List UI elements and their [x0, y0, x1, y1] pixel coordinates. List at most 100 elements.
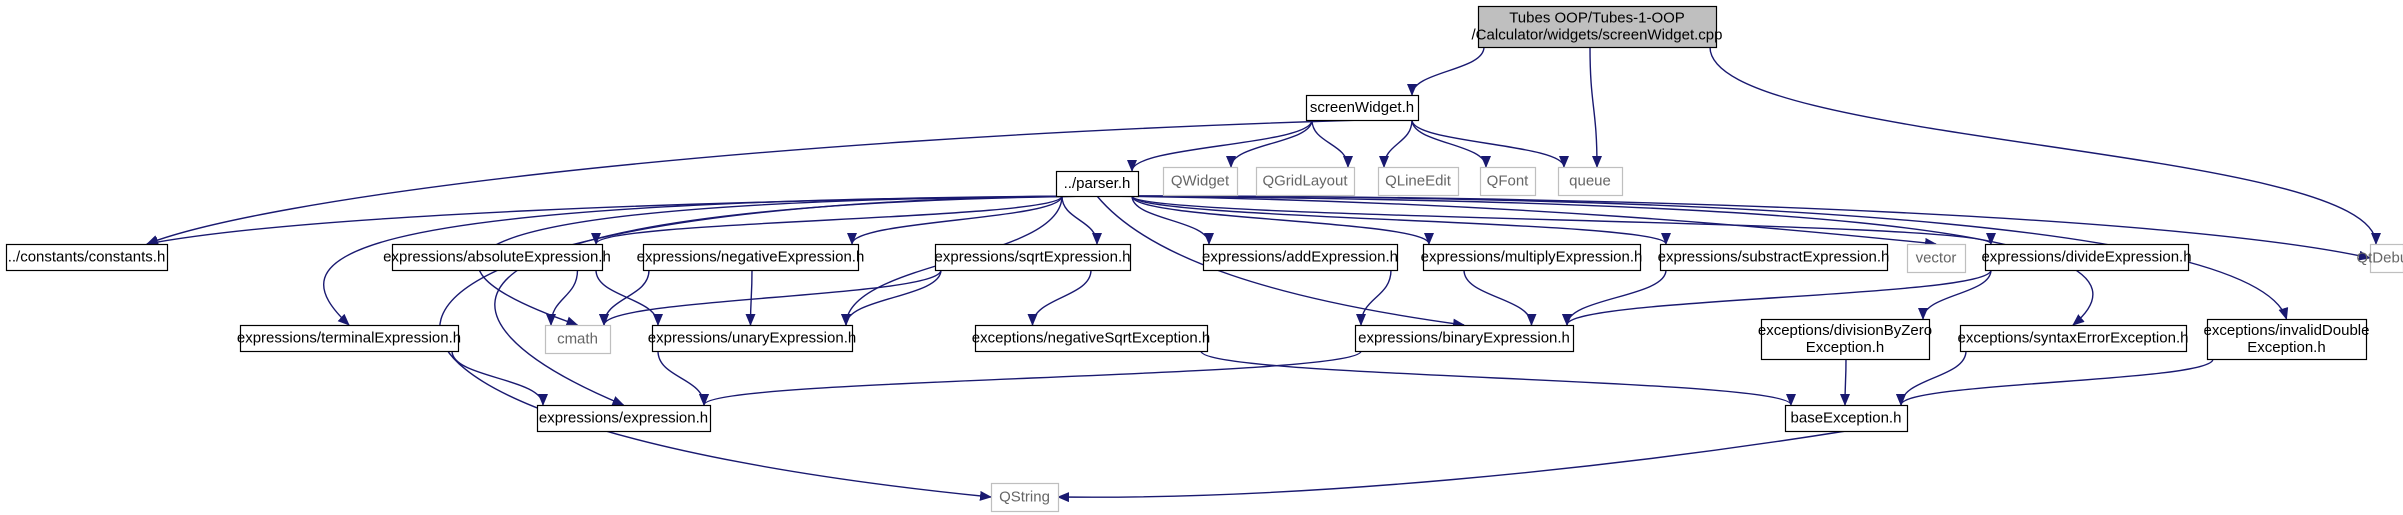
edge-sqrtExpr-to-unaryExpr — [841, 269, 942, 326]
node-box-divZeroExc — [1760, 318, 1931, 361]
edge-unaryExpr-to-expression — [657, 350, 709, 406]
node-label-vector: vector — [1916, 250, 1957, 267]
node-addExpr[interactable]: expressions/addExpression.h — [1202, 243, 1399, 272]
edge-parser-to-absExpr — [591, 195, 1063, 245]
edge-parser-to-addExpr — [1131, 195, 1214, 245]
node-box-addExpr — [1202, 243, 1399, 272]
edge-parser-to-QString — [439, 195, 1098, 501]
node-box-QtDebug — [2369, 243, 2403, 274]
node-mulExpr[interactable]: expressions/multiplyExpression.h — [1421, 243, 1643, 272]
node-label-sqrtExpr: expressions/sqrtExpression.h — [935, 249, 1131, 266]
edge-addExpr-to-binExpr — [1356, 269, 1392, 326]
node-box-negSqrtExc — [974, 324, 1209, 353]
edge-parser-to-divExpr — [1131, 195, 1996, 245]
node-box-cmath — [544, 324, 612, 355]
edge-invDoubleExc-to-baseExc — [1896, 358, 2214, 406]
edge-screenWidget-to-parser — [1127, 119, 1313, 172]
node-label-baseExc: baseException.h — [1791, 410, 1902, 427]
node-label-root-line-1: /Calculator/widgets/screenWidget.cpp — [1472, 27, 1723, 44]
node-label-QString: QString — [999, 489, 1050, 506]
node-label-divExpr: expressions/divideExpression.h — [1981, 249, 2191, 266]
node-box-vector — [1906, 243, 1967, 274]
edge-divExpr-to-divZeroExc — [1918, 269, 1992, 320]
node-label-negSqrtExc: exceptions/negativeSqrtException.h — [972, 330, 1210, 347]
node-label-divZeroExc-line-1: Exception.h — [1806, 339, 1884, 356]
edge-root-to-screenWidget — [1407, 46, 1485, 96]
node-constants[interactable]: ../constants/constants.h — [5, 243, 169, 272]
node-label-QtDebug: QtDebug — [2356, 250, 2403, 267]
node-box-baseExc — [1784, 404, 1909, 433]
node-box-termExpr — [239, 324, 460, 353]
node-label-invDoubleExc-line-0: exceptions/invalidDouble — [2204, 322, 2370, 339]
node-label-queue: queue — [1569, 173, 1611, 190]
node-box-unaryExpr — [651, 324, 854, 353]
edge-screenWidget-to-QGridLayout — [1311, 119, 1353, 168]
edge-screenWidget-to-QWidget — [1226, 119, 1313, 168]
edge-divExpr-to-binExpr — [1562, 269, 1992, 326]
node-absExpr[interactable]: expressions/absoluteExpression.h — [383, 243, 611, 272]
node-subExpr[interactable]: expressions/substractExpression.h — [1658, 243, 1890, 272]
node-label-root-line-0: Tubes OOP/Tubes-1-OOP — [1509, 10, 1685, 27]
node-box-QString — [990, 482, 1060, 513]
node-termExpr[interactable]: expressions/terminalExpression.h — [237, 324, 461, 353]
node-box-mulExpr — [1422, 243, 1642, 272]
edge-parser-to-expression — [494, 195, 1098, 406]
node-negSqrtExc[interactable]: exceptions/negativeSqrtException.h — [972, 324, 1210, 353]
node-syntaxExc[interactable]: exceptions/syntaxErrorException.h — [1958, 324, 2189, 353]
edges-layer — [146, 46, 2381, 503]
node-box-QFont — [1479, 166, 1537, 197]
node-box-negExpr — [642, 243, 860, 272]
edge-divZeroExc-to-baseExc — [1840, 358, 1851, 406]
node-label-unaryExpr: expressions/unaryExpression.h — [648, 330, 856, 347]
node-sqrtExpr[interactable]: expressions/sqrtExpression.h — [935, 243, 1132, 272]
node-expression[interactable]: expressions/expression.h — [536, 404, 712, 433]
node-cmath: cmath — [544, 324, 612, 355]
node-unaryExpr[interactable]: expressions/unaryExpression.h — [648, 324, 856, 353]
edge-mulExpr-to-binExpr — [1463, 269, 1537, 326]
node-parser[interactable]: ../parser.h — [1055, 170, 1140, 198]
edge-screenWidget-to-queue — [1411, 119, 1569, 168]
node-box-constants — [5, 243, 169, 272]
node-label-invDoubleExc-line-1: Exception.h — [2247, 339, 2325, 356]
edge-baseExc-to-QString — [1057, 430, 1847, 503]
edge-sqrtExpr-to-cmath — [599, 269, 942, 326]
node-label-QGridLayout: QGridLayout — [1262, 173, 1348, 190]
node-box-divExpr — [1984, 243, 2190, 272]
node-baseExc[interactable]: baseException.h — [1784, 404, 1909, 433]
edge-root-to-QtDebug — [1709, 46, 2381, 245]
node-label-negExpr: expressions/negativeExpression.h — [637, 249, 865, 266]
node-box-absExpr — [391, 243, 604, 272]
node-label-QLineEdit: QLineEdit — [1385, 173, 1452, 190]
node-label-constants: ../constants/constants.h — [8, 249, 166, 266]
node-negExpr[interactable]: expressions/negativeExpression.h — [637, 243, 865, 272]
node-divExpr[interactable]: expressions/divideExpression.h — [1981, 243, 2192, 272]
node-screenWidget[interactable]: screenWidget.h — [1305, 94, 1420, 122]
edge-negExpr-to-unaryExpr — [745, 269, 756, 326]
edge-parser-to-termExpr — [323, 195, 1098, 326]
node-label-termExpr: expressions/terminalExpression.h — [237, 330, 461, 347]
node-QGridLayout: QGridLayout — [1255, 166, 1356, 197]
edge-negSqrtExc-to-baseExc — [1200, 350, 1796, 406]
edge-parser-to-sqrtExpr — [1061, 195, 1102, 245]
node-binExpr[interactable]: expressions/binaryExpression.h — [1354, 324, 1575, 353]
edge-screenWidget-to-QFont — [1411, 119, 1491, 168]
edge-negExpr-to-cmath — [599, 269, 650, 326]
edge-parser-to-binExpr — [1096, 195, 1465, 329]
node-label-absExpr: expressions/absoluteExpression.h — [383, 249, 611, 266]
edge-termExpr-to-expression — [451, 350, 548, 406]
node-queue: queue — [1557, 166, 1624, 197]
node-label-syntaxExc: exceptions/syntaxErrorException.h — [1958, 330, 2189, 347]
node-label-QWidget: QWidget — [1171, 173, 1230, 190]
node-QLineEdit: QLineEdit — [1377, 166, 1460, 197]
node-vector: vector — [1906, 243, 1967, 274]
node-box-subExpr — [1659, 243, 1889, 272]
node-box-parser — [1055, 170, 1140, 198]
edge-parser-to-vector — [1096, 195, 1937, 248]
node-label-mulExpr: expressions/multiplyExpression.h — [1421, 249, 1643, 266]
node-label-screenWidget: screenWidget.h — [1310, 99, 1414, 116]
edge-screenWidget-to-constants — [146, 119, 1363, 245]
edge-root-to-queue — [1589, 46, 1602, 168]
edge-parser-to-invDoubleExc — [1096, 195, 2289, 320]
